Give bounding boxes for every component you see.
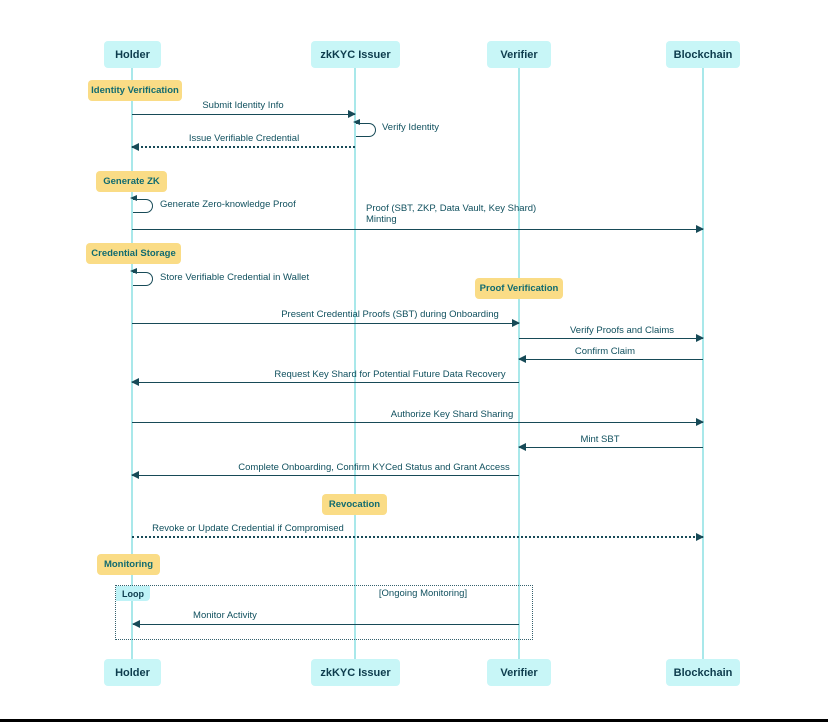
arrow-holder-to-blockchain-revoke-dotted — [132, 533, 704, 542]
arrow-blockchain-to-verifier-mint — [518, 443, 703, 452]
selfloop-generate-zkp — [130, 195, 153, 213]
actor-top-zkkyc-issuer: zkKYC Issuer — [311, 41, 400, 68]
arrow-verifier-to-holder-request — [131, 378, 519, 387]
selfloop-store-vc — [130, 268, 153, 286]
lifeline-holder — [131, 68, 133, 659]
section-label-text: Identity Verification — [91, 85, 179, 96]
actor-label: Holder — [115, 666, 150, 679]
section-label-monitoring: Monitoring — [97, 554, 160, 575]
message-mint-sbt: Mint SBT — [580, 434, 620, 445]
message-monitor-activity: Monitor Activity — [193, 610, 257, 621]
arrow-verifier-to-holder-complete — [131, 471, 519, 480]
message-verify-identity: Verify Identity — [382, 122, 440, 133]
actor-bottom-zkkyc-issuer: zkKYC Issuer — [311, 659, 400, 686]
loop-box — [115, 585, 533, 640]
message-revoke-credential: Revoke or Update Credential if Compromis… — [152, 523, 344, 534]
actor-label: Verifier — [500, 48, 538, 61]
actor-label: zkKYC Issuer — [320, 48, 391, 61]
actor-top-holder: Holder — [104, 41, 161, 68]
selfloop-verify-identity — [353, 119, 376, 137]
section-label-revocation: Revocation — [322, 494, 387, 515]
message-proof-minting-line1: Proof (SBT, ZKP, Data Vault, Key Shard) — [366, 203, 537, 214]
section-label-identity-verification: Identity Verification — [88, 80, 182, 101]
section-label-proof-verification: Proof Verification — [475, 278, 563, 299]
section-label-text: Generate ZK — [103, 176, 160, 187]
arrow-verifier-to-holder-monitor — [132, 620, 519, 629]
loop-condition: [Ongoing Monitoring] — [378, 588, 468, 599]
loop-tag: Loop — [116, 586, 150, 601]
actor-bottom-blockchain: Blockchain — [666, 659, 740, 686]
actor-label: Blockchain — [673, 48, 733, 61]
arrow-holder-to-blockchain-minting — [132, 225, 704, 234]
actor-label: Holder — [115, 48, 150, 61]
section-label-text: Monitoring — [103, 559, 154, 570]
message-issue-vc: Issue Verifiable Credential — [188, 133, 300, 144]
actor-bottom-verifier: Verifier — [487, 659, 551, 686]
message-authorize-sharing: Authorize Key Shard Sharing — [390, 409, 514, 420]
section-label-credential-storage: Credential Storage — [86, 243, 181, 264]
message-confirm-claim: Confirm Claim — [574, 346, 636, 357]
actor-label: zkKYC Issuer — [320, 666, 391, 679]
message-request-key-shard: Request Key Shard for Potential Future D… — [274, 369, 506, 380]
section-label-text: Revocation — [328, 499, 381, 510]
actor-top-blockchain: Blockchain — [666, 41, 740, 68]
lifeline-blockchain — [702, 68, 704, 659]
actor-top-verifier: Verifier — [487, 41, 551, 68]
message-submit-identity: Submit Identity Info — [202, 100, 284, 111]
message-proof-minting-line2: Minting — [366, 214, 397, 225]
arrow-verifier-to-blockchain-verify — [519, 334, 704, 343]
section-label-text: Credential Storage — [91, 248, 176, 259]
message-present-proofs: Present Credential Proofs (SBT) during O… — [281, 309, 499, 320]
window-bottom-border — [0, 719, 828, 722]
lifeline-verifier — [518, 68, 520, 659]
section-label-generate-zk: Generate ZK — [96, 171, 167, 192]
actor-label: Blockchain — [673, 666, 733, 679]
arrow-holder-to-blockchain-authorize — [132, 418, 704, 427]
lifeline-zkkyc-issuer — [354, 68, 356, 659]
actor-label: Verifier — [500, 666, 538, 679]
message-store-vc: Store Verifiable Credential in Wallet — [160, 272, 310, 283]
actor-bottom-holder: Holder — [104, 659, 161, 686]
loop-tag-text: Loop — [122, 588, 144, 599]
message-complete-onboarding: Complete Onboarding, Confirm KYCed Statu… — [238, 462, 510, 473]
arrow-holder-to-issuer — [132, 110, 356, 119]
arrow-blockchain-to-verifier-confirm — [518, 355, 703, 364]
arrow-holder-to-verifier-present — [132, 319, 520, 328]
section-label-text: Proof Verification — [479, 283, 559, 294]
message-verify-claims: Verify Proofs and Claims — [569, 325, 675, 336]
arrow-issuer-to-holder-dotted — [131, 143, 355, 152]
message-generate-zkp: Generate Zero-knowledge Proof — [160, 199, 296, 210]
